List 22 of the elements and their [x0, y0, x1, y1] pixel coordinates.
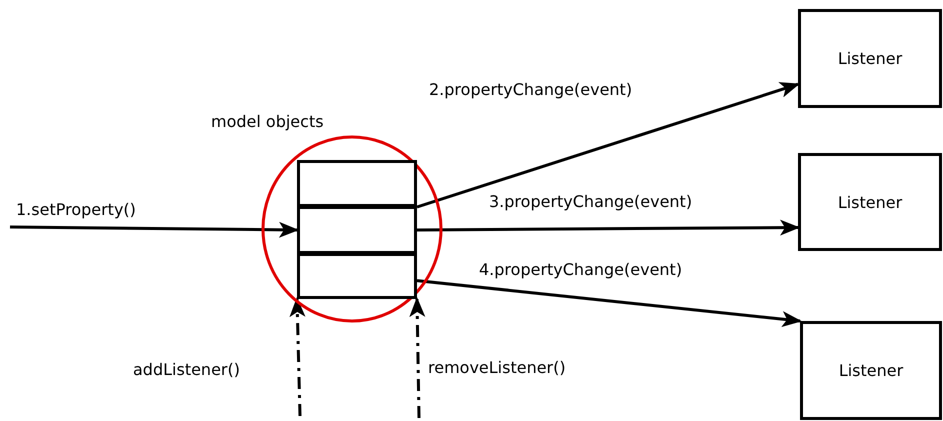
- object-slot: [297, 160, 417, 207]
- arrow: [10, 222, 299, 238]
- object-slot: [297, 253, 417, 299]
- edge-label: 4.propertyChange(event): [478, 260, 684, 280]
- arrow: [417, 220, 800, 236]
- arrow: [416, 279, 802, 328]
- group-heading: model objects: [211, 112, 324, 132]
- listener-box: [798, 153, 942, 251]
- node-label: Listener: [838, 192, 902, 212]
- edge-label: 1.setProperty(): [15, 200, 137, 220]
- edge-label: 3.propertyChange(event): [488, 192, 694, 212]
- edge-label: 2.propertyChange(event): [428, 80, 634, 100]
- listener-box: [800, 321, 942, 420]
- arrow: [409, 297, 426, 418]
- node-label: Listener: [838, 361, 904, 380]
- object-slot: [297, 206, 417, 254]
- edge-label: removeListener(): [427, 358, 567, 378]
- arrow: [416, 82, 800, 208]
- listener-box: [798, 9, 942, 108]
- edge-label: addListener(): [132, 360, 241, 380]
- arrow: [289, 297, 306, 416]
- node-label: Listener: [838, 49, 902, 68]
